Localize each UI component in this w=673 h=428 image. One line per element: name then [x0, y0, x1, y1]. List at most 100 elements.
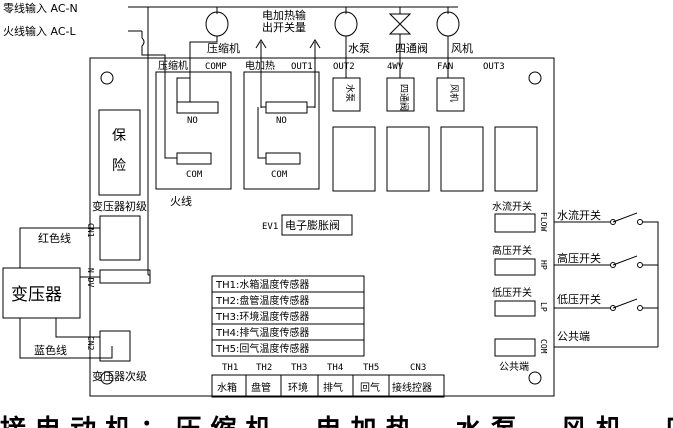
fan-motor-icon: [436, 11, 460, 37]
sensor-terminal-block: [211, 374, 445, 398]
flow-code: FLOW: [539, 212, 548, 231]
top-heater-line2: 出开关量: [262, 20, 306, 34]
hp-board-label: 高压开关: [492, 244, 532, 257]
relay-block-4: [494, 126, 538, 192]
mount-hole-top-left-icon: [100, 71, 114, 85]
live-input-label: 火线输入 AC-L: [3, 24, 76, 38]
mains-wires: [128, 6, 458, 275]
sensor-list: [211, 275, 365, 357]
relay-block-1: [332, 126, 376, 192]
relay-fan: [436, 77, 465, 112]
secondary-wire: [55, 318, 100, 338]
sensor-item-th2: TH2:盘管温度传感器: [215, 294, 309, 307]
port-comp: COMP: [205, 62, 227, 72]
lp-connector: [494, 300, 536, 317]
relay-pump-label: 水泵: [344, 84, 356, 102]
fuse: [98, 109, 141, 196]
n-dv-connector: [99, 269, 151, 284]
cn1-label: CN1: [86, 223, 95, 238]
common-switch-label: 公共端: [557, 330, 590, 343]
hp-switch-label: 高压开关: [557, 251, 601, 265]
blue-wire: [19, 318, 113, 359]
live-wire-label: 火线: [170, 194, 192, 208]
transformer-label: 变压器: [11, 285, 62, 305]
th3-name: 环境: [288, 381, 308, 394]
n-dv-label: N-DV: [86, 268, 95, 287]
sensor-item-th3: TH3:环境温度传感器: [215, 310, 309, 323]
transformer: [2, 267, 81, 319]
cn2-label: CN2: [86, 336, 95, 351]
th5-code: TH5: [363, 363, 379, 373]
heater-arrow-left-icon: [255, 39, 267, 49]
heater-no-terminal: [265, 101, 308, 114]
top-compressor-label: 压缩机: [207, 41, 240, 55]
relay-fan-label: 风机: [448, 84, 460, 102]
four-way-valve-icon: [388, 13, 412, 35]
fuse-char-2: 险: [112, 158, 126, 174]
port-fan: FAN: [437, 62, 453, 72]
com-code: COM: [539, 339, 548, 354]
blue-wire-label: 蓝色线: [34, 343, 67, 357]
th2-code: TH2: [256, 363, 272, 373]
th1-code: TH1: [222, 363, 238, 373]
heater-com-terminal: [265, 152, 301, 165]
top-valve-label: 四通阀: [395, 41, 428, 55]
heater-no-label: NO: [276, 116, 287, 126]
red-wire-label: 红色线: [38, 231, 71, 245]
th4-code: TH4: [327, 363, 343, 373]
compressor-motor-icon: [205, 11, 229, 37]
port-out1: OUT1: [291, 62, 313, 72]
mount-hole-bottom-left-icon: [100, 371, 114, 385]
heater-arrow-right-icon: [309, 39, 321, 49]
lp-switch-label: 低压开关: [557, 292, 601, 306]
cn2-connector: [99, 330, 131, 362]
common-connector: [494, 338, 536, 357]
compressor-no-terminal: [176, 101, 219, 114]
top-pump-label: 水泵: [348, 42, 370, 55]
top-loads: [189, 7, 460, 108]
top-heater-line1: 电加热输: [262, 8, 306, 22]
th4-name: 排气: [323, 381, 343, 394]
ev1-code: EV1: [262, 222, 278, 232]
compressor-no-label: NO: [187, 116, 198, 126]
relay-pump: [332, 77, 361, 112]
sensor-item-th4: TH4:排气温度传感器: [215, 326, 309, 339]
relay-valve-label: 四通阀: [398, 84, 409, 111]
port-4wv: 4WV: [387, 62, 404, 72]
th3-code: TH3: [291, 363, 307, 373]
transformer-primary-label: 变压器初级: [92, 199, 147, 213]
fuse-char-1: 保: [112, 128, 126, 144]
relay-block-3: [440, 126, 484, 192]
sensor-item-th1: TH1:水箱温度传感器: [215, 278, 309, 291]
cn1-connector: [99, 215, 141, 261]
hp-connector: [494, 258, 536, 276]
th2-name: 盘管: [251, 381, 271, 394]
mount-hole-top-right-icon: [528, 71, 542, 85]
top-fan-label: 风机: [451, 41, 473, 55]
neutral-input-label: 零线输入 AC-N: [3, 1, 78, 15]
flow-board-label: 水流开关: [492, 200, 532, 213]
port-compressor-cn: 压缩机: [158, 59, 188, 72]
common-board-label: 公共端: [499, 360, 529, 373]
pump-motor-icon: [334, 11, 358, 37]
hp-code: HP: [539, 260, 548, 270]
footer-text: 接 电 动 机 ： 压 缩 机 、 电 加 热 、 水 泵 、 风 机 、 四 …: [0, 414, 673, 428]
external-switches: [554, 212, 659, 348]
mount-hole-bottom-right-icon: [528, 371, 542, 385]
compressor-com-terminal: [176, 152, 212, 165]
controller-board: [89, 57, 555, 397]
heater-relay: [243, 71, 320, 190]
relay-valve: [386, 77, 415, 112]
flow-switch-label: 水流开关: [557, 208, 601, 222]
cn3-name: 接线控器: [392, 381, 432, 394]
cn3-code: CN3: [410, 363, 426, 373]
transformer-secondary-label: 变压器次级: [92, 369, 147, 383]
port-out2: OUT2: [333, 62, 355, 72]
heater-com-label: COM: [271, 170, 288, 180]
th1-name: 水箱: [217, 381, 237, 394]
port-heater-cn: 电加热: [245, 59, 275, 72]
th5-name: 回气: [360, 381, 380, 394]
relay-block-2: [386, 126, 430, 192]
red-wire: [19, 227, 100, 268]
